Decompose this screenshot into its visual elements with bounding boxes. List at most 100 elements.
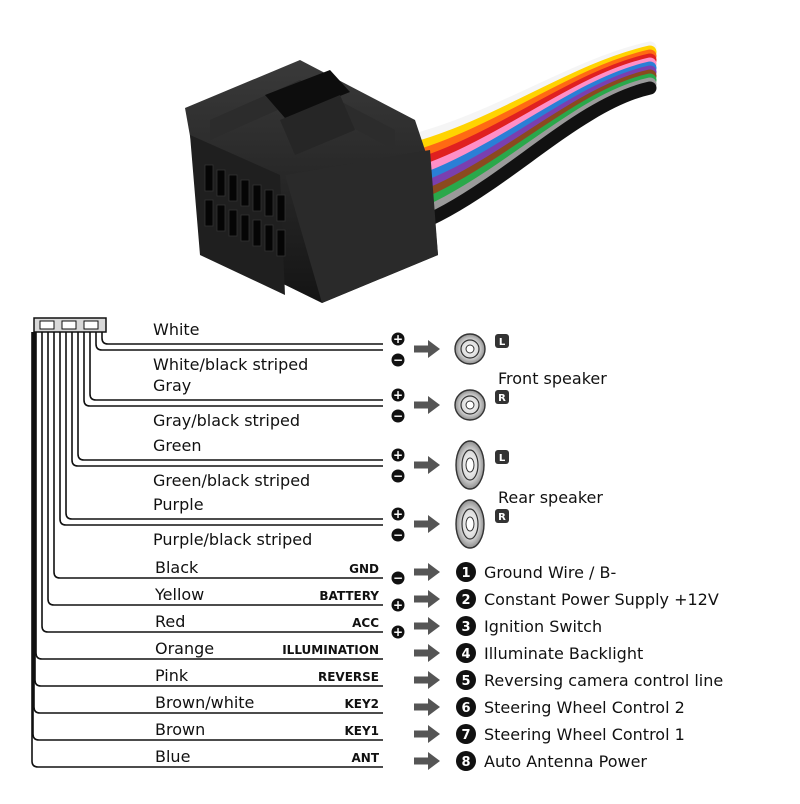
minus-icon: − <box>391 469 405 483</box>
wire-label: White/black striped <box>153 355 308 374</box>
arrow-right-icon <box>414 515 440 533</box>
plus-icon: + <box>391 332 405 346</box>
wire-label: Pink <box>155 666 189 685</box>
polarity-symbol: − <box>393 571 403 585</box>
harness-connector-image <box>185 41 657 303</box>
connector-pin-socket <box>240 179 250 207</box>
wire-label: Orange <box>155 639 214 658</box>
wire-line <box>89 332 383 401</box>
plus-icon: + <box>391 388 405 402</box>
wire-line <box>31 332 383 768</box>
wire-line <box>95 332 383 351</box>
function-number: 1 <box>461 566 470 581</box>
channel-badge-bg <box>495 334 509 348</box>
wire-label: Brown/white <box>155 693 254 712</box>
function-number-badge: 8 <box>456 751 476 771</box>
connector-pin-socket <box>240 214 250 242</box>
function-number: 5 <box>461 674 470 689</box>
wire-label: Gray <box>153 376 191 395</box>
minus-symbol: − <box>393 409 403 423</box>
speaker-icon <box>454 333 486 365</box>
function-label: Steering Wheel Control 1 <box>484 725 685 744</box>
plus-icon-disc <box>391 332 405 346</box>
arrow-right-icon <box>414 752 440 770</box>
connector-pin-socket <box>276 194 286 222</box>
speaker-icon <box>455 499 485 549</box>
wire-line <box>65 332 383 520</box>
minus-symbol: − <box>393 469 403 483</box>
minus-icon-disc <box>391 409 405 423</box>
speaker-ring <box>461 508 479 540</box>
plus-symbol: + <box>393 507 403 521</box>
harness-plug-header <box>33 317 107 333</box>
minus-symbol: − <box>393 353 403 367</box>
plus-icon-disc <box>391 388 405 402</box>
wire-label: Brown <box>155 720 205 739</box>
minus-icon-disc <box>391 528 405 542</box>
wire-routes <box>31 332 383 768</box>
speaker-dome <box>465 400 475 410</box>
polarity-symbol: + <box>393 598 403 612</box>
pin-code-label: KEY2 <box>344 697 379 711</box>
function-number-disc <box>456 562 476 582</box>
plus-icon: + <box>391 448 405 462</box>
channel-badge-text: R <box>498 512 506 523</box>
function-label: Reversing camera control line <box>484 671 723 690</box>
arrow-right-icon <box>414 340 440 358</box>
channel-badge-text: L <box>499 337 506 348</box>
wire-line <box>53 332 383 579</box>
function-number: 6 <box>461 701 470 716</box>
pin-code-label: ACC <box>352 616 379 630</box>
connector-pin-socket <box>252 219 262 247</box>
function-number-disc <box>456 643 476 663</box>
function-number-badge: 7 <box>456 724 476 744</box>
channel-badge-bg <box>495 450 509 464</box>
wire-line <box>33 332 383 714</box>
channel-badge-text: L <box>499 453 506 464</box>
arrow-right-icon <box>414 725 440 743</box>
arrow-right-icon <box>414 563 440 581</box>
arrow-right-icon <box>414 671 440 689</box>
function-number-disc <box>456 589 476 609</box>
plus-symbol: + <box>393 388 403 402</box>
channel-badge: L <box>495 334 509 348</box>
wire-line <box>77 332 383 461</box>
arrow-right-icon <box>414 698 440 716</box>
function-number: 2 <box>461 593 470 608</box>
minus-symbol: − <box>393 528 403 542</box>
function-number-disc <box>456 670 476 690</box>
pin-code-label: ILLUMINATION <box>282 643 379 657</box>
channel-badge: R <box>495 390 509 404</box>
wire-label: Gray/black striped <box>153 411 300 430</box>
wire-label: Black <box>155 558 199 577</box>
channel-badge-text: R <box>498 393 506 404</box>
minus-icon-disc <box>391 469 405 483</box>
wire-label: White <box>153 320 200 339</box>
speaker-dome <box>465 516 475 532</box>
plus-icon: + <box>391 507 405 521</box>
function-number-badge: 1 <box>456 562 476 582</box>
channel-badge-bg <box>495 509 509 523</box>
polarity-disc <box>391 625 405 639</box>
polarity-disc <box>391 598 405 612</box>
speaker-group-label: Rear speaker <box>498 488 603 507</box>
connector-pin-grid <box>204 164 286 257</box>
function-number: 3 <box>461 620 470 635</box>
function-number-badge: 6 <box>456 697 476 717</box>
pin-code-label: ANT <box>351 751 379 765</box>
function-label: Ground Wire / B- <box>484 563 616 582</box>
wire-label: Red <box>155 612 185 631</box>
speaker-ring <box>460 339 480 359</box>
pin-code-label: BATTERY <box>319 589 379 603</box>
connector-pin-socket <box>228 174 238 202</box>
plus-symbol: + <box>393 332 403 346</box>
wire-label: Green/black striped <box>153 471 310 490</box>
channel-badge: R <box>495 509 509 523</box>
plus-icon-disc <box>391 448 405 462</box>
channel-badge: L <box>495 450 509 464</box>
wire-line <box>59 332 383 526</box>
wire-line <box>32 332 383 741</box>
arrow-right-icon <box>414 456 440 474</box>
